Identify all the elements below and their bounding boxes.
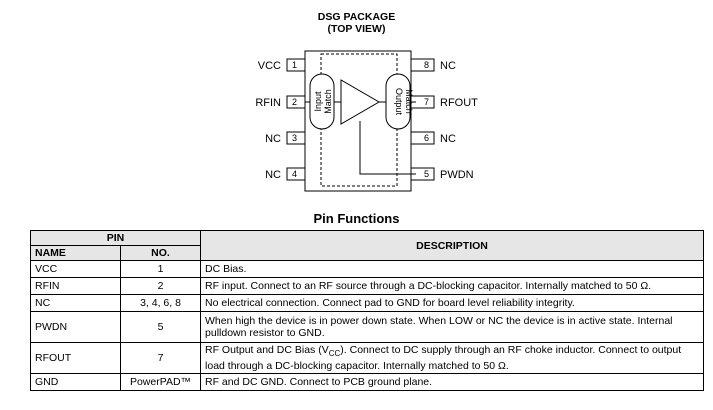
pin-box-4 — [286, 167, 306, 181]
pin-number-1: 1 — [292, 60, 297, 70]
output-match-block — [385, 73, 411, 130]
pin-number-7: 7 — [424, 97, 429, 107]
pin-description: When high the device is in power down st… — [200, 311, 704, 343]
input-match-block — [309, 73, 335, 130]
pin-label-nc-3: NC — [265, 133, 281, 145]
pin-description: RF input. Connect to an RF source throug… — [200, 277, 704, 295]
description-text-pre: RF Output and DC Bias (V — [205, 344, 329, 356]
pin-number-2: 2 — [292, 97, 297, 107]
package-title: DSG PACKAGE (TOP VIEW) — [0, 11, 713, 35]
output-match-label-line1: Output — [394, 88, 404, 116]
pin-label-pwdn: PWDN — [440, 169, 474, 181]
output-match-label-line2: Match — [404, 89, 414, 114]
pin-box-8 — [410, 58, 435, 72]
table-row: RFIN 2 RF input. Connect to an RF source… — [30, 277, 704, 295]
pin-functions-table: PIN DESCRIPTION NAME NO. VCC 1 DC Bias. … — [29, 230, 704, 392]
pin-number: 1 — [119, 260, 202, 278]
pin-description: No electrical connection. Connect pad to… — [200, 294, 704, 312]
pin-description: RF and DC GND. Connect to PCB ground pla… — [200, 373, 704, 392]
pin-label-rfin: RFIN — [255, 97, 281, 109]
pin-number: 2 — [119, 277, 202, 295]
input-match-label-line2: Match — [323, 89, 333, 114]
pin-name: VCC — [30, 260, 121, 278]
pin-number-3: 3 — [292, 133, 297, 143]
pin-box-3 — [286, 131, 306, 145]
pin-name: NC — [30, 294, 121, 312]
pin-description: DC Bias. — [200, 260, 704, 278]
amplifier-triangle-icon — [340, 79, 380, 125]
pin-label-rfout: RFOUT — [440, 97, 478, 109]
pin-label-vcc: VCC — [258, 60, 281, 72]
description-subscript: CC — [328, 349, 341, 359]
table-subheader-row: NAME NO. — [30, 245, 704, 261]
table-header-row: PIN DESCRIPTION — [29, 230, 704, 261]
table-row: RFOUT 7 RF Output and DC Bias (VCC). Con… — [30, 341, 704, 375]
description-text-post: ). Connect to DC supply through an RF ch… — [205, 344, 682, 373]
pin-number: 7 — [119, 341, 202, 375]
pin-number-6: 6 — [424, 133, 429, 143]
pin-label-nc-4: NC — [265, 169, 281, 181]
header-name: NAME — [30, 245, 121, 261]
table-row: VCC 1 DC Bias. — [30, 260, 704, 278]
input-match-label-line1: Input — [313, 91, 323, 112]
pin-name: RFOUT — [30, 341, 121, 375]
pin-description: RF Output and DC Bias (VCC). Connect to … — [200, 341, 704, 375]
table-row: NC 3, 4, 6, 8 No electrical connection. … — [30, 294, 704, 312]
table-row: GND PowerPAD™ RF and DC GND. Connect to … — [30, 373, 704, 392]
pin-number: 3, 4, 6, 8 — [119, 294, 202, 312]
package-title-line2: (TOP VIEW) — [327, 23, 386, 35]
pin-number-4: 4 — [292, 169, 297, 179]
pin-number-8: 8 — [424, 60, 429, 70]
pin-box-1 — [286, 58, 306, 72]
header-pin: PIN — [29, 230, 202, 246]
pin-functions-title: Pin Functions — [313, 211, 400, 226]
pin-number: 5 — [119, 311, 202, 343]
pin-name: GND — [30, 373, 121, 392]
ic-body-outline — [304, 50, 412, 192]
pin-name: RFIN — [30, 277, 121, 295]
pwdn-control-wire — [359, 121, 416, 175]
pin-label-nc-8: NC — [440, 60, 456, 72]
pin-name: PWDN — [30, 311, 121, 343]
pin-label-nc-6: NC — [440, 133, 456, 145]
pin-number: PowerPAD™ — [119, 373, 202, 392]
package-diagram: VCC 1 RFIN 2 NC 3 NC 4 NC 8 RFOUT 7 NC 6… — [255, 50, 478, 192]
pin-box-6 — [410, 131, 435, 145]
header-no: NO. — [119, 245, 202, 261]
table-row: PWDN 5 When high the device is in power … — [30, 311, 704, 343]
package-title-line1: DSG PACKAGE — [317, 11, 396, 23]
header-description: DESCRIPTION — [200, 230, 704, 261]
pin-number-5: 5 — [424, 169, 429, 179]
